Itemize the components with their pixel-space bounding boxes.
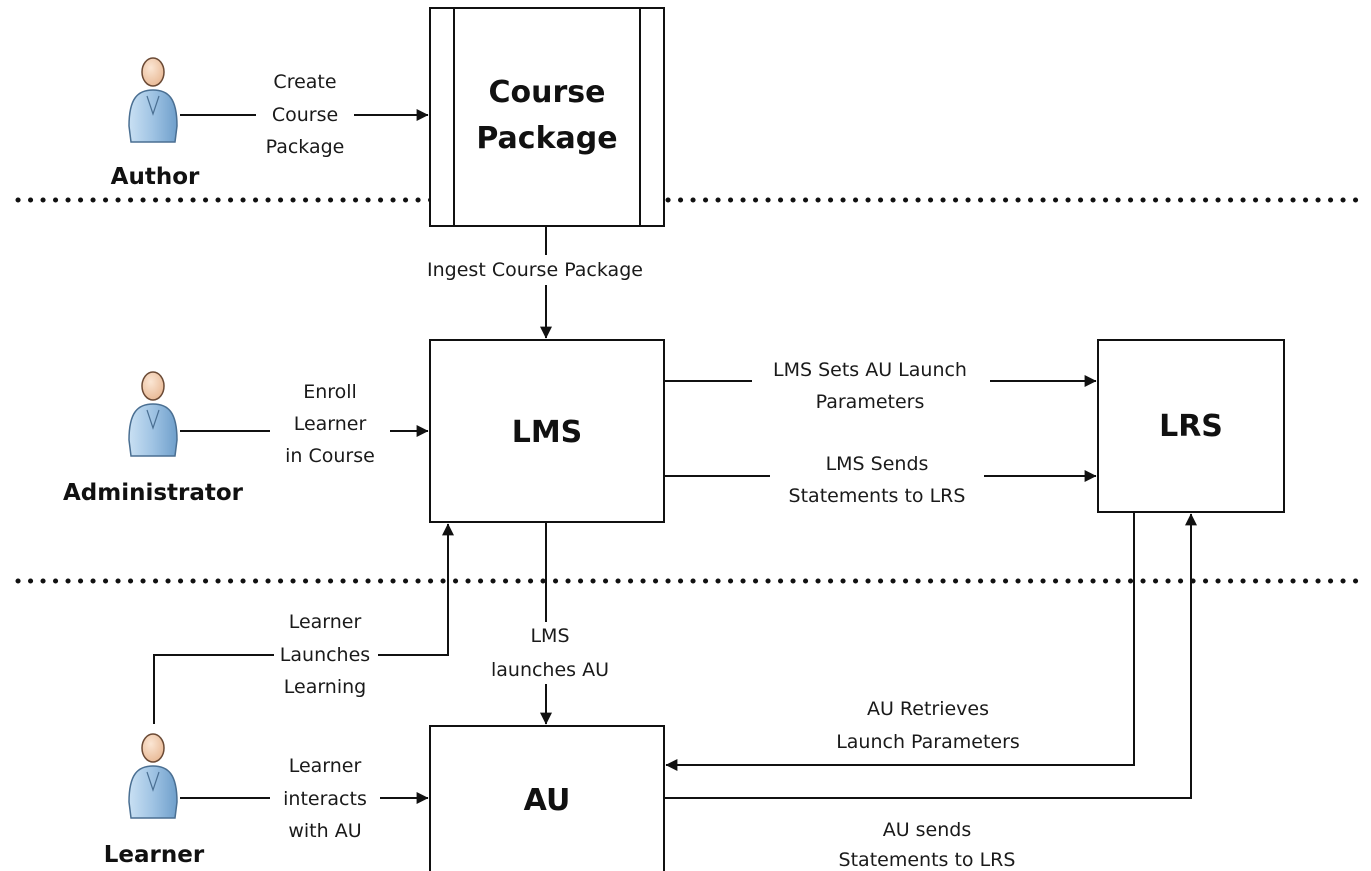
svg-text:interacts: interacts [283,788,367,810]
learner-label: Learner [104,842,205,868]
label-learner-launches-learning: Learner Launches Learning [274,608,378,700]
svg-text:Learner: Learner [289,755,362,777]
svg-text:LMS: LMS [530,625,569,647]
svg-text:Enroll: Enroll [303,381,357,403]
label-lms-launches-au: LMS launches AU [488,622,612,684]
lms-label: LMS [512,415,583,450]
svg-text:Statements to LRS: Statements to LRS [789,485,966,507]
svg-text:Learner: Learner [294,413,367,435]
svg-text:Create: Create [273,71,336,93]
svg-text:LMS Sends: LMS Sends [826,453,929,475]
lms-box: LMS [429,339,665,523]
lrs-box: LRS [1097,339,1285,513]
author-actor: Author [111,57,200,190]
administrator-person-icon [128,371,178,457]
label-lms-sets-au-launch: LMS Sets AU Launch Parameters [752,356,990,413]
label-ingest-course-package: Ingest Course Package [406,255,664,285]
course-package-label-line2: Package [476,121,617,156]
svg-text:AU sends: AU sends [883,819,972,841]
connector-au-retrieves-launch [665,512,1135,771]
learner-actor: Learner [104,733,205,868]
svg-text:Launch Parameters: Launch Parameters [836,731,1020,753]
label-enroll-learner: Enroll Learner in Course [270,378,390,470]
label-lms-sends-statements: LMS Sends Statements to LRS [770,452,984,508]
label-learner-interacts: Learner interacts with AU [270,752,380,844]
svg-text:launches AU: launches AU [491,659,609,681]
svg-text:Package: Package [266,136,345,158]
svg-text:with AU: with AU [288,820,361,842]
administrator-actor: Administrator [63,371,244,506]
svg-text:Statements to LRS: Statements to LRS [839,849,1016,871]
svg-text:Learning: Learning [284,676,367,698]
svg-text:LMS Sets AU Launch: LMS Sets AU Launch [773,359,967,381]
label-au-retrieves-launch: AU Retrieves Launch Parameters [814,696,1048,756]
lrs-label: LRS [1159,409,1223,444]
author-label: Author [111,164,200,190]
svg-text:Course: Course [272,104,338,126]
label-au-sends-statements: AU sends Statements to LRS [839,819,1016,871]
au-label: AU [524,783,571,818]
administrator-label: Administrator [63,480,244,506]
svg-text:in Course: in Course [285,445,375,467]
label-create-course-package: Create Course Package [256,68,354,158]
svg-text:AU Retrieves: AU Retrieves [867,698,989,720]
learner-person-icon [128,733,178,819]
course-package-label-line1: Course [489,75,606,110]
author-person-icon [128,57,178,143]
svg-text:Learner: Learner [289,611,362,633]
svg-text:Launches: Launches [280,644,370,666]
svg-text:Parameters: Parameters [816,391,925,413]
svg-text:Ingest Course Package: Ingest Course Package [427,259,643,281]
connector-au-sends-statements [664,513,1197,799]
course-package-box: Course Package [429,7,665,227]
au-box: AU [429,725,665,871]
